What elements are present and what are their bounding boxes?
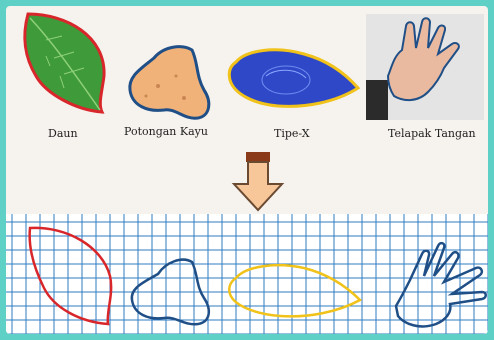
tipex-object bbox=[229, 50, 358, 107]
diagram-panel: Daun Potongan Kayu Tipe-X Telapak Tangan bbox=[6, 6, 488, 334]
hand-photo bbox=[366, 14, 484, 120]
label-wood: Potongan Kayu bbox=[124, 125, 208, 138]
label-tipex: Tipe-X bbox=[274, 127, 310, 140]
down-arrow bbox=[234, 152, 282, 210]
label-hand: Telapak Tangan bbox=[388, 127, 476, 140]
label-leaf: Daun bbox=[48, 127, 78, 140]
wood-object bbox=[130, 47, 209, 119]
diagram-svg: Daun Potongan Kayu Tipe-X Telapak Tangan bbox=[6, 6, 488, 334]
leaf-object bbox=[25, 14, 104, 112]
